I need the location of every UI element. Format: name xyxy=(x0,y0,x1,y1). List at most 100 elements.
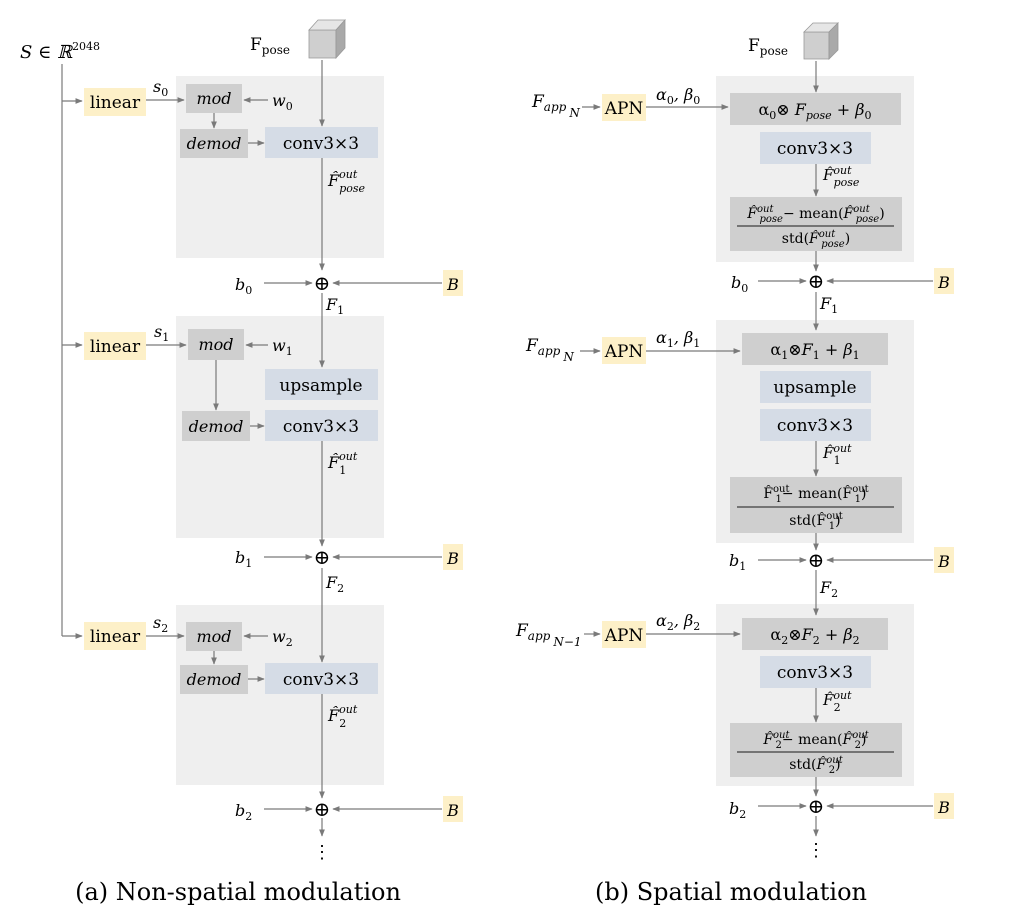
conv-label-0: conv3×3 xyxy=(283,134,359,154)
left-caption: (a) Non-spatial modulation xyxy=(75,878,401,906)
w2-label: w2 xyxy=(272,627,293,649)
b1-label: b1 xyxy=(235,548,252,570)
right-plus-node-1: ⊕ xyxy=(808,548,825,572)
s2-label: s2 xyxy=(153,613,168,635)
F1-label: F1 xyxy=(325,295,344,317)
right-b2-label: b2 xyxy=(729,799,746,821)
alpha-beta-label-1: α1, β1 xyxy=(656,328,700,350)
demod-label-2: demod xyxy=(187,670,242,689)
right-B-label-0: B xyxy=(937,273,950,292)
w1-label: w1 xyxy=(272,336,293,358)
B-label-2: B xyxy=(446,801,459,820)
upsample-label-1: upsample xyxy=(279,376,362,396)
apn-box-0 xyxy=(602,94,646,121)
linear-box-2 xyxy=(84,622,146,650)
right-continuation-dots: ⋮ xyxy=(807,840,825,861)
demod-box-2 xyxy=(180,665,248,694)
conv-label-2: conv3×3 xyxy=(283,670,359,690)
s1-label: s1 xyxy=(154,322,169,344)
right-F2-label: F2 xyxy=(819,578,838,600)
modulation-box-0 xyxy=(730,93,901,125)
s-input-label: S ∈ ℝ2048 xyxy=(20,40,100,63)
plus-node-2: ⊕ xyxy=(314,797,331,821)
right-upsample-label-1: upsample xyxy=(773,378,856,398)
demod-box-1 xyxy=(182,411,250,441)
apn-label-1: APN xyxy=(604,342,644,362)
plus-node-0: ⊕ xyxy=(314,271,331,295)
right-b1-label: b1 xyxy=(729,551,746,573)
right-caption: (b) Spatial modulation xyxy=(595,878,867,906)
right-conv-box-1 xyxy=(760,409,871,441)
apn-label-2: APN xyxy=(604,626,644,646)
linear-box-0 xyxy=(84,88,146,116)
right-B-box-1 xyxy=(934,547,954,573)
b0-label: b0 xyxy=(235,275,252,297)
B-box-0 xyxy=(443,270,463,296)
left-pose-label: Fpose xyxy=(250,35,290,57)
B-label-1: B xyxy=(446,549,459,568)
b2-label: b2 xyxy=(235,801,252,823)
right-plus-node-0: ⊕ xyxy=(808,269,825,293)
apn-box-1 xyxy=(602,337,646,364)
plus-node-1: ⊕ xyxy=(314,545,331,569)
right-conv-label-2: conv3×3 xyxy=(777,663,853,683)
right-conv-label-1: conv3×3 xyxy=(777,416,853,436)
modulation-label-2: α2⊗F2 + β2 xyxy=(770,625,859,647)
mod-label-1: mod xyxy=(198,335,233,354)
right-F1-label: F1 xyxy=(819,294,838,316)
demod-label-0: demod xyxy=(187,134,242,153)
conv-box-1 xyxy=(265,410,378,441)
modulation-label-0: α0⊗ Fpose + β0 xyxy=(758,100,871,122)
right-B-label-1: B xyxy=(937,552,950,571)
apn-box-2 xyxy=(602,621,646,648)
linear-label-2: linear xyxy=(90,627,141,647)
mod-box-2 xyxy=(186,622,242,651)
linear-label-1: linear xyxy=(90,337,141,357)
mod-label-2: mod xyxy=(196,627,231,646)
conv-box-0 xyxy=(265,127,378,158)
normalize-box-0 xyxy=(730,197,902,251)
linear-box-1 xyxy=(84,332,146,360)
upsample-box-1 xyxy=(265,369,378,400)
left-continuation-dots: ⋮ xyxy=(313,842,331,863)
F2-label: F2 xyxy=(325,573,344,595)
mod-box-1 xyxy=(188,329,244,360)
right-b0-label: b0 xyxy=(731,273,748,295)
mod-box-0 xyxy=(186,84,242,113)
conv-box-2 xyxy=(265,663,378,694)
alpha-beta-label-2: α2, β2 xyxy=(656,611,700,633)
s0-label: s0 xyxy=(153,77,168,99)
right-B-box-0 xyxy=(934,268,954,294)
right-pose-label: Fpose xyxy=(748,36,788,58)
right-conv-box-0 xyxy=(760,132,871,164)
right-B-box-2 xyxy=(934,793,954,819)
demod-box-0 xyxy=(180,129,248,158)
modulation-box-2 xyxy=(742,618,888,650)
right-conv-label-0: conv3×3 xyxy=(777,139,853,159)
normalize-box-2 xyxy=(730,723,902,777)
w0-label: w0 xyxy=(272,91,293,113)
B-box-1 xyxy=(443,544,463,570)
demod-label-1: demod xyxy=(189,417,244,436)
linear-label-0: linear xyxy=(90,93,141,113)
right-B-label-2: B xyxy=(937,798,950,817)
right-pose-feature-cube-icon xyxy=(803,22,839,60)
pose-feature-cube-icon xyxy=(308,18,346,60)
